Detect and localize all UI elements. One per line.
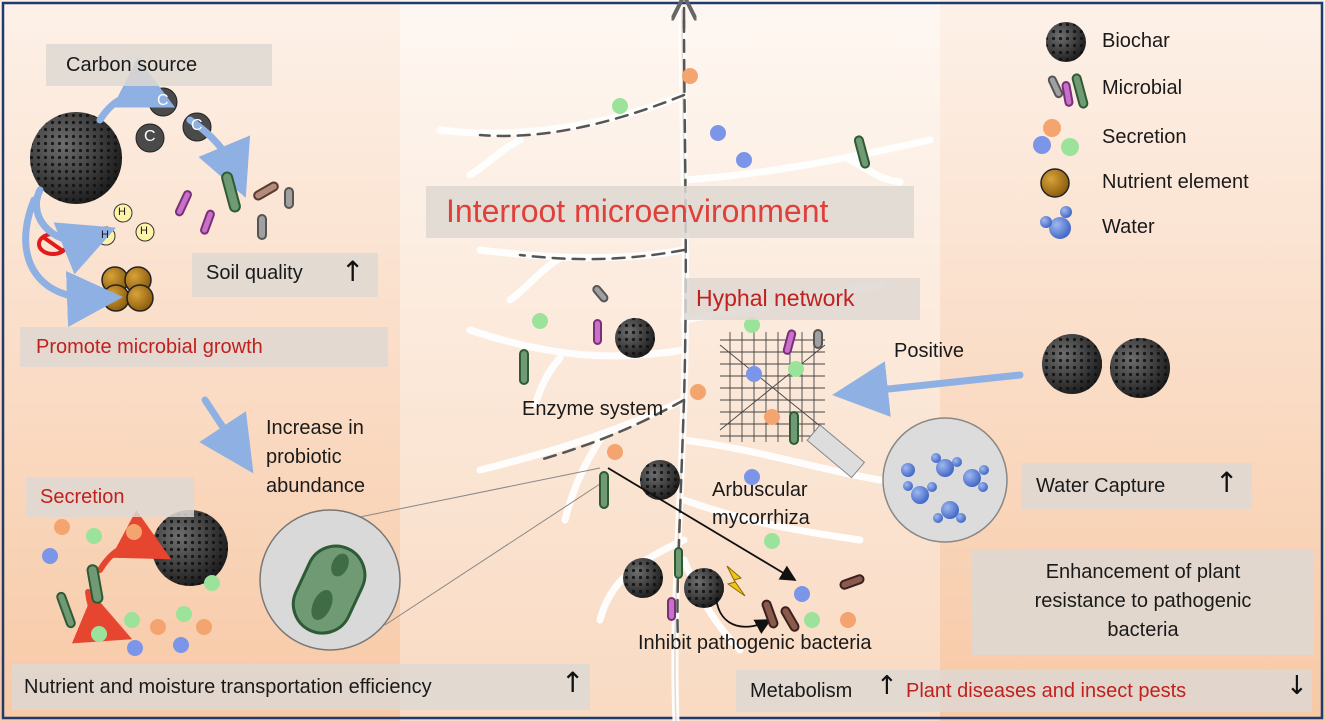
legend-nutrient-label: Nutrient element <box>1102 171 1249 193</box>
enhancement-label: Enhancement of plant resistance to patho… <box>972 558 1314 645</box>
plant-diseases-down-arrow: ↓ <box>1286 671 1308 701</box>
zoom-lines <box>344 424 866 626</box>
legend-water-label: Water <box>1102 216 1155 238</box>
inhibit-arrows <box>607 467 797 635</box>
probiotic-label-line1: Increase in <box>266 417 364 439</box>
probiotic-label-line2: probiotic <box>266 446 342 468</box>
promote-growth-box <box>20 327 388 367</box>
hyphal-grid <box>719 332 826 442</box>
secretion-dots <box>42 68 856 656</box>
nutrient-transport-up-arrow: ↑ <box>561 666 585 699</box>
soil-quality-box <box>192 253 378 297</box>
enhancement-box <box>972 549 1314 655</box>
positive-label: Positive <box>894 340 965 362</box>
nutrient-transport-box <box>12 664 590 710</box>
plant-diseases-label: Plant diseases and insect pests <box>906 680 1187 702</box>
hyphal-network-box <box>684 278 920 320</box>
flow-arrows-left <box>22 57 1024 474</box>
metabolism-up-arrow: ↑ <box>876 671 898 701</box>
water-capture-box <box>1022 463 1252 509</box>
inhibit-label: Inhibit pathogenic bacteria <box>638 632 872 654</box>
legend-nutrient-icon <box>1040 168 1070 198</box>
hyphal-network-label: Hyphal network <box>696 285 855 311</box>
carbon-source-label: Carbon source <box>66 54 198 76</box>
legend-biochar-label: Biochar <box>1102 30 1170 52</box>
microbes <box>56 73 1089 632</box>
hydrogen-symbol-1: H <box>118 206 126 218</box>
water-capture-label: Water Capture <box>1036 475 1166 497</box>
water-capture-up-arrow: ↑ <box>1215 466 1239 499</box>
carbon-symbol-3: C <box>191 117 203 134</box>
enhancement-line1: Enhancement of plant <box>1045 561 1241 583</box>
arbuscular-label-line1: Arbuscular <box>712 479 808 501</box>
secretion-label: Secretion <box>40 486 125 508</box>
lightning-icon <box>726 565 746 597</box>
arbuscular-label-line2: mycorrhiza <box>712 507 810 529</box>
soil-quality-up-arrow: ↑ <box>341 255 365 288</box>
metabolism-label: Metabolism <box>750 680 853 702</box>
water-molecules <box>901 453 989 523</box>
enhancement-line2: resistance to pathogenic <box>1034 590 1252 612</box>
soil-quality-label: Soil quality <box>206 262 303 284</box>
legend-water-icon <box>1040 206 1072 239</box>
nutrient-transport-label: Nutrient and moisture transportation eff… <box>24 676 432 698</box>
carbon-source-box <box>46 44 272 86</box>
secretion-arrows <box>71 510 172 644</box>
enzyme-system-label: Enzyme system <box>522 398 664 420</box>
secretion-box <box>26 477 194 517</box>
diagram-title: Interroot microenvironment <box>446 193 829 229</box>
legend-microbial-label: Microbial <box>1102 77 1183 99</box>
carbon-symbol-1: C <box>157 92 169 109</box>
carbon-symbol-2: C <box>144 128 156 145</box>
hydrogen-symbol-3: H <box>140 225 148 237</box>
title-box <box>426 186 914 238</box>
legend-secretion-icon <box>1033 119 1079 156</box>
legend-secretion-label: Secretion <box>1102 126 1187 148</box>
water-zoom-circle <box>882 417 1008 543</box>
probiotic-bacterium <box>291 544 367 635</box>
enhancement-line3: bacteria <box>1107 619 1179 641</box>
probiotic-label-line3: abundance <box>266 475 365 497</box>
promote-growth-label: Promote microbial growth <box>36 336 263 358</box>
hydrogen-symbol-2: H <box>101 229 109 241</box>
metabolism-box <box>736 670 1312 712</box>
